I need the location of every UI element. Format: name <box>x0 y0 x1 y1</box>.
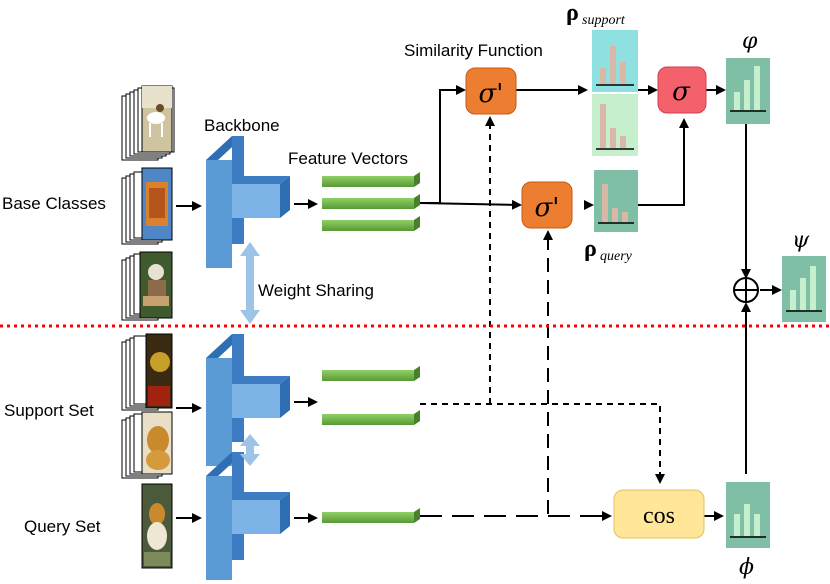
svg-text:ρ: ρ <box>566 0 579 26</box>
rho-support-label: ρ support <box>566 0 626 28</box>
backbone-query <box>206 452 290 580</box>
dashed-flow-lines <box>420 116 665 521</box>
svg-text:σ: σ <box>672 77 691 107</box>
rho-support-histogram-bottom <box>592 94 638 156</box>
svg-text:support: support <box>582 13 626 28</box>
psi-label: ψ <box>792 228 810 253</box>
backbone-support <box>206 334 290 466</box>
feature-vectors-support <box>322 366 420 425</box>
svg-text:σ': σ' <box>535 193 560 223</box>
base-classes-label: Base Classes <box>2 194 106 213</box>
sigma-box: σ <box>657 66 707 114</box>
svg-text:query: query <box>600 249 633 264</box>
base-classes-image-stack-3 <box>121 251 173 321</box>
image-to-backbone-arrows <box>176 201 202 523</box>
backbone-label: Backbone <box>204 116 280 135</box>
svg-text:σ': σ' <box>479 79 504 109</box>
svg-text:ρ: ρ <box>584 236 597 262</box>
psi-histogram <box>782 256 826 322</box>
varphi-histogram <box>726 58 770 124</box>
support-set-image-stack-2 <box>121 411 173 479</box>
phi-label: ϕ <box>739 555 754 580</box>
varphi-label: φ <box>742 29 758 54</box>
similarity-function-label: Similarity Function <box>404 41 543 60</box>
feature-vectors-label: Feature Vectors <box>288 149 408 168</box>
weight-sharing-arrow-small <box>240 434 260 466</box>
base-classes-image-stack-1 <box>121 85 175 161</box>
similarity-sigma-prime-box-bottom: σ' <box>521 181 573 229</box>
query-set-label: Query Set <box>24 517 101 536</box>
query-set-image <box>141 483 173 569</box>
feature-vectors-base <box>322 172 420 231</box>
oplus-node <box>733 277 759 303</box>
phi-histogram <box>726 482 770 548</box>
cos-box: cos <box>613 489 705 539</box>
support-set-label: Support Set <box>4 401 94 420</box>
rho-query-label: ρ query <box>584 236 633 264</box>
support-set-image-stack-1 <box>121 333 173 411</box>
backbone-base <box>206 136 290 268</box>
weight-sharing-arrow <box>240 242 260 324</box>
base-classes-image-stack-2 <box>121 167 173 245</box>
rho-query-histogram <box>594 170 638 232</box>
similarity-sigma-prime-box-top: σ' <box>465 67 517 115</box>
rho-support-histogram-top <box>592 30 638 92</box>
feature-vector-query <box>322 508 420 523</box>
solid-flow-lines <box>419 85 782 521</box>
weight-sharing-label: Weight Sharing <box>258 281 374 300</box>
svg-text:cos: cos <box>643 503 675 529</box>
backbone-to-feature-arrows <box>294 199 318 523</box>
